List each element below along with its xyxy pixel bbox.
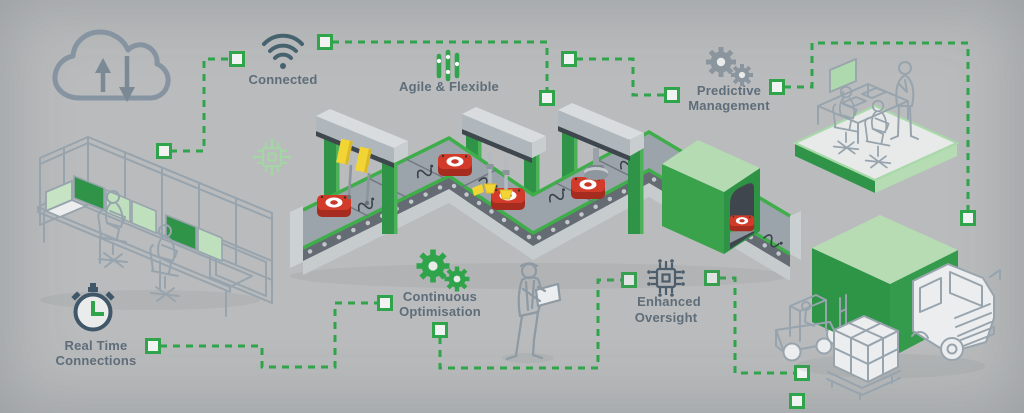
worker-figure (505, 262, 562, 361)
conveyor (290, 103, 801, 281)
label-enhanced-2: Oversight (635, 310, 698, 325)
press-tool (584, 148, 608, 180)
gantry-3 (558, 103, 644, 180)
belt-item (571, 177, 605, 199)
microchip-icon-dark (647, 259, 685, 297)
cloud-sync-icon (52, 29, 171, 102)
gripper-arm (472, 152, 513, 200)
sliders-icon (436, 49, 460, 82)
robot-arm (336, 138, 372, 206)
label-continuous-2: Optimisation (399, 304, 481, 319)
label-predictive-1: Predictive (697, 83, 761, 98)
wifi-icon (262, 33, 304, 69)
gears-icon-continuous (416, 249, 470, 292)
microchip-icon-green (253, 138, 291, 176)
connector-nodes (145, 34, 976, 409)
gantry-2 (462, 107, 546, 200)
label-realtime-2: Connections (56, 353, 137, 368)
label-realtime-1: Real Time (65, 338, 128, 353)
stopwatch-icon (71, 283, 115, 332)
manager-standing (890, 61, 919, 140)
label-continuous-1: Continuous (403, 289, 477, 304)
truck-cab (911, 263, 1001, 361)
laptop (43, 179, 89, 218)
pallet-boxes (826, 315, 901, 400)
gears-icon-predictive (706, 47, 753, 86)
office-scene (37, 136, 273, 317)
label-agile-flexible: Agile & Flexible (399, 79, 499, 94)
platform-scene (792, 57, 960, 193)
label-enhanced-1: Enhanced (637, 294, 701, 309)
gantry-1 (316, 109, 408, 206)
label-connected: Connected (249, 72, 318, 87)
belt-item (438, 154, 472, 176)
label-predictive-2: Management (688, 98, 770, 113)
tunnel (662, 140, 760, 254)
belt-item (317, 195, 351, 217)
belt-item (729, 215, 755, 232)
connector-lines (160, 40, 970, 375)
